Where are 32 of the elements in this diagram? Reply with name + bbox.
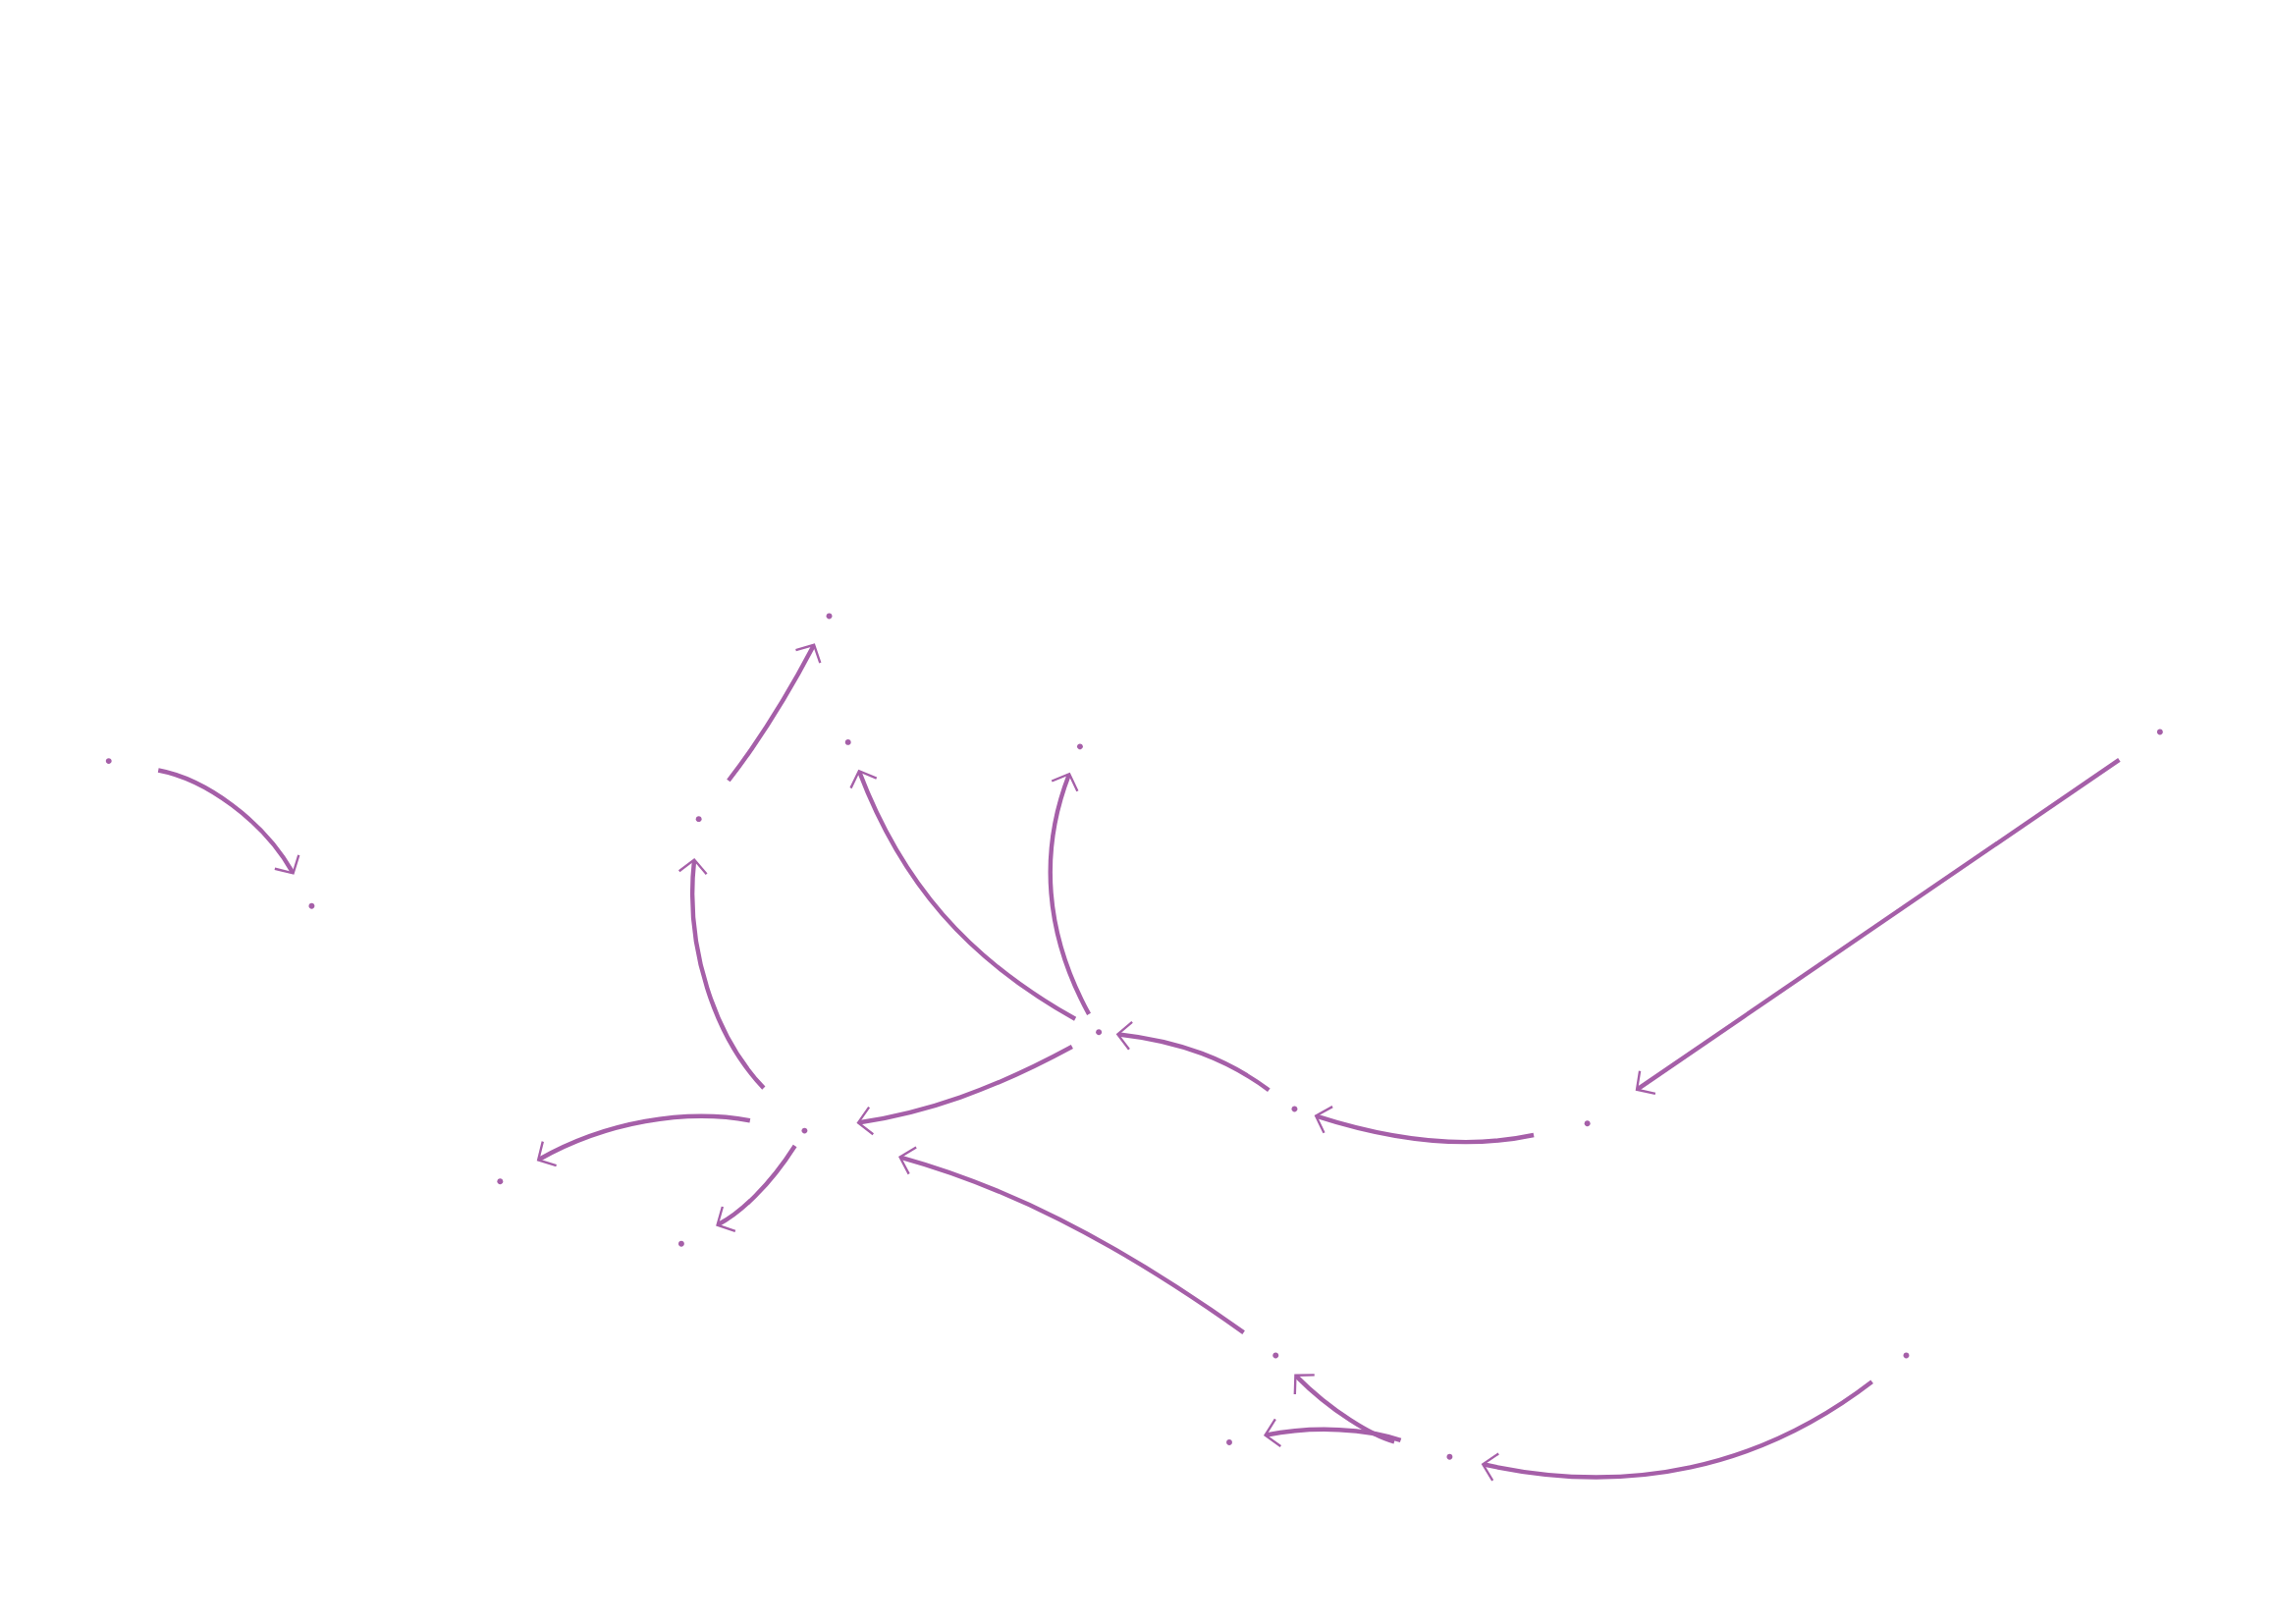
arrow [1314,1106,1535,1145]
graph-node [1446,1454,1453,1460]
arrow [898,1146,1245,1335]
graph-node [695,816,702,823]
arrow [678,858,766,1090]
graph-node [1226,1439,1232,1446]
graph-node [1096,1029,1103,1036]
graph-node [801,1127,808,1134]
graph-node [826,613,833,620]
graph-node [497,1178,504,1185]
arrow [1048,772,1092,1016]
graph-node [1903,1352,1910,1359]
graph-node [677,1241,684,1247]
graph-node [1272,1352,1279,1359]
arrow [1293,1374,1395,1444]
arrow [1263,1419,1402,1448]
graph-node [105,758,112,765]
arrow [856,1045,1073,1136]
arrow [849,769,1077,1021]
graph-node [1584,1120,1591,1127]
graph-node [308,903,315,909]
arrow [727,643,822,783]
arrow [716,1144,797,1233]
arrow [1635,758,2121,1096]
graph-node [844,739,851,746]
arrow [536,1113,751,1167]
graph-node [1077,743,1083,750]
arrow [1481,1380,1873,1482]
graph-node [2156,729,2163,735]
arrow [1115,1021,1271,1093]
arrow [157,768,300,876]
graph-node [1291,1106,1298,1112]
